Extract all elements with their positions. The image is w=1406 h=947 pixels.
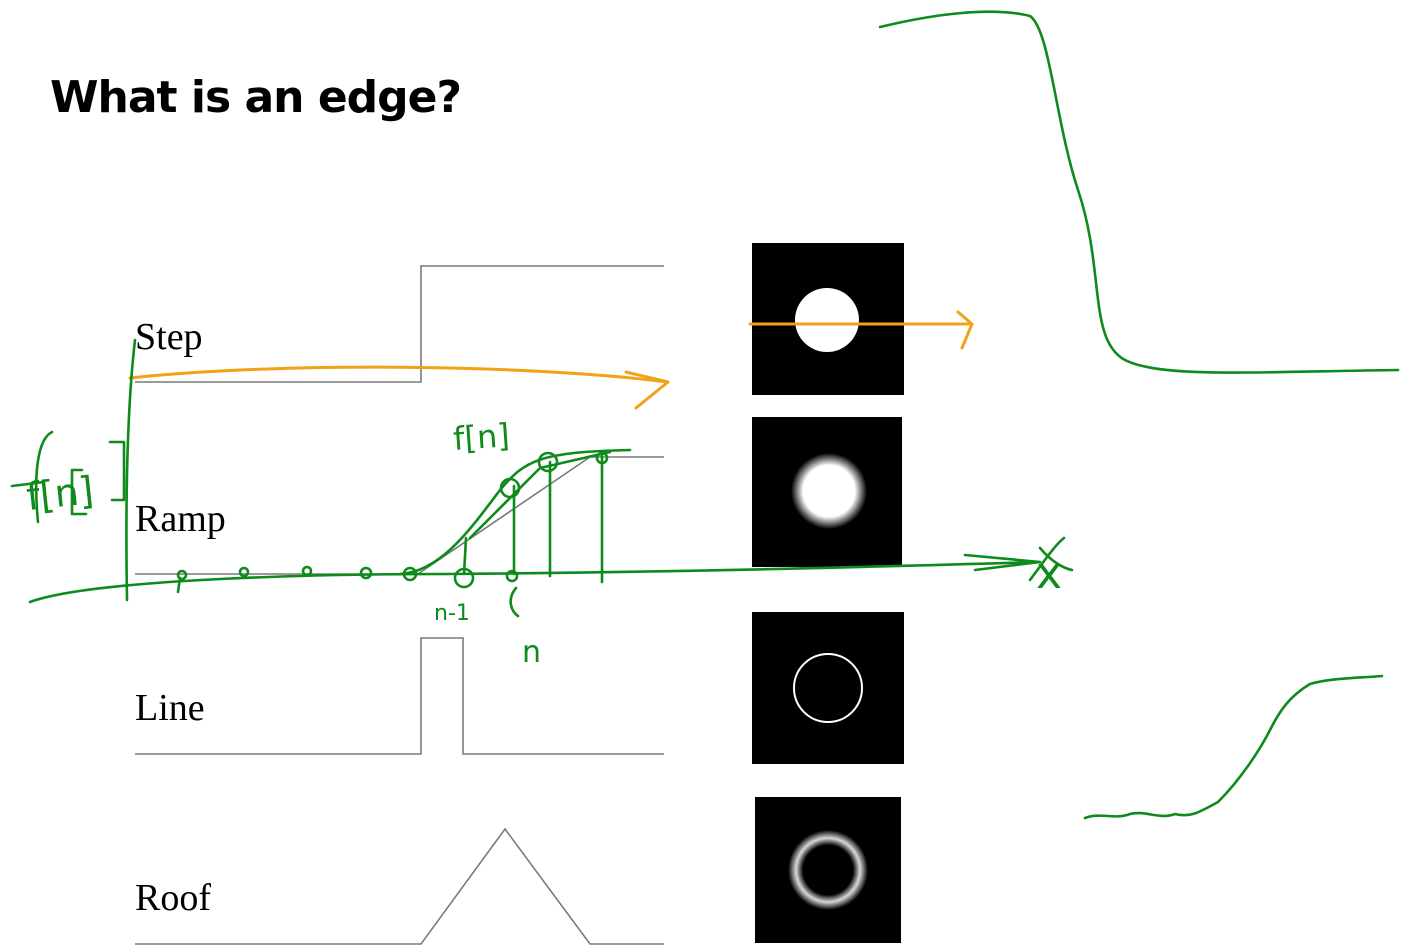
step-label: Step [135,316,203,358]
sample-point [537,451,559,473]
ramp-label: Ramp [135,498,226,540]
sample-point [505,569,519,583]
sample-point [176,569,188,581]
annotation-x: x [1036,548,1062,599]
green-x-letter [1028,536,1074,582]
green-tick-hooks [176,576,520,618]
line-label: Line [135,687,205,729]
sample-point [238,566,250,578]
green-x-arrowhead [963,553,1042,572]
sample-point [595,451,609,465]
annotation-n: n [522,635,541,670]
green-bracket-left [70,468,88,516]
green-step-sketch [878,10,1400,374]
green-y-axis [125,338,137,602]
step-image [752,243,904,395]
orange-arrow-step [128,365,670,384]
sample-point [301,565,313,577]
line-image [752,612,904,764]
sample-point [453,567,475,589]
sample-point [359,566,373,580]
orange-arrowhead-step [624,370,670,410]
roof-image [755,797,901,943]
ramp-image [752,417,902,567]
ramp-profile [135,456,664,575]
annotation-f-n-left: f[n] [24,468,95,519]
line-profile [135,637,664,755]
green-f-left [10,430,54,524]
green-noisy-sketch [1083,674,1384,820]
green-x-axis [28,560,1042,604]
green-stems [462,454,604,584]
step-profile [135,265,664,383]
sample-point [499,477,521,499]
annotation-f-n-top: f[n] [452,416,511,458]
annotation-n-minus-1: n-1 [434,601,470,626]
roof-profile [135,827,664,945]
green-bracket-right [108,440,126,502]
sample-point [402,566,418,582]
orange-arrowhead-image [956,310,974,350]
page-title: What is an edge? [50,72,462,123]
roof-label: Roof [135,877,211,919]
